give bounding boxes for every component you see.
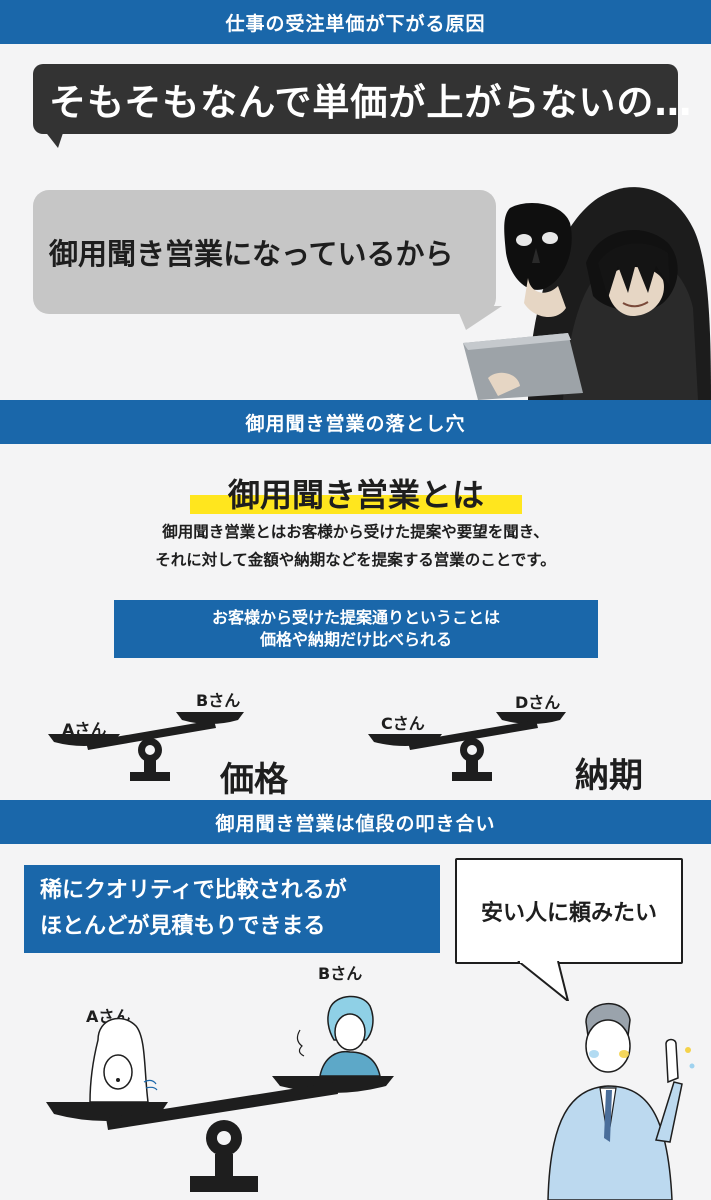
speech-box-tail [517,961,570,1001]
definition-line: それに対して金額や納期などを提案する営業のことです。 [155,551,556,569]
balance-scale-icon [368,712,566,781]
hooded-man-illustration [463,187,711,400]
delivery-label: 納期 [575,756,643,796]
scale-label-d: Dさん [515,693,561,712]
note-line: 価格や納期だけ比べられる [259,630,452,649]
note-box: お客様から受けた提案通りということは 価格や納期だけ比べられる [114,600,598,658]
quote-line: 稀にクオリティで比較されるが [40,878,347,903]
question-bubble: そもそもなんで単価が上がらないの… [33,64,691,134]
answer-bubble-tail [456,306,502,330]
answer-bubble: 御用聞き営業になっているから [33,190,496,314]
price-label: 価格 [220,760,288,800]
section-header: 御用聞き営業は値段の叩き合い [0,800,711,844]
scale-label-b: Bさん [196,691,241,710]
definition-title: 御用聞き営業とは [190,475,522,515]
balance-scale-people-illustration [46,995,394,1192]
definition-line: 御用聞き営業とはお客様から受けた提案や要望を聞き、 [162,523,549,541]
definition-title-text: 御用聞き営業とは [227,476,484,514]
scale-label-c: Cさん [381,714,425,733]
businessman-illustration [547,1003,695,1200]
quote-line: ほとんどが見積もりできまる [40,914,326,939]
section-header: 御用聞き営業の落とし穴 [0,400,711,444]
note-line: お客様から受けた提案通りということは [211,608,500,627]
speech-box: 安い人に頼みたい [455,858,683,964]
title-highlight [190,495,522,514]
person-b-label: Bさん [318,964,363,983]
section-header: 仕事の受注単価が下がる原因 [0,0,711,44]
quote-box: 稀にクオリティで比較されるが ほとんどが見積もりできまる [24,865,440,953]
balance-scale-icon [48,712,244,781]
question-bubble-tail [44,130,64,148]
